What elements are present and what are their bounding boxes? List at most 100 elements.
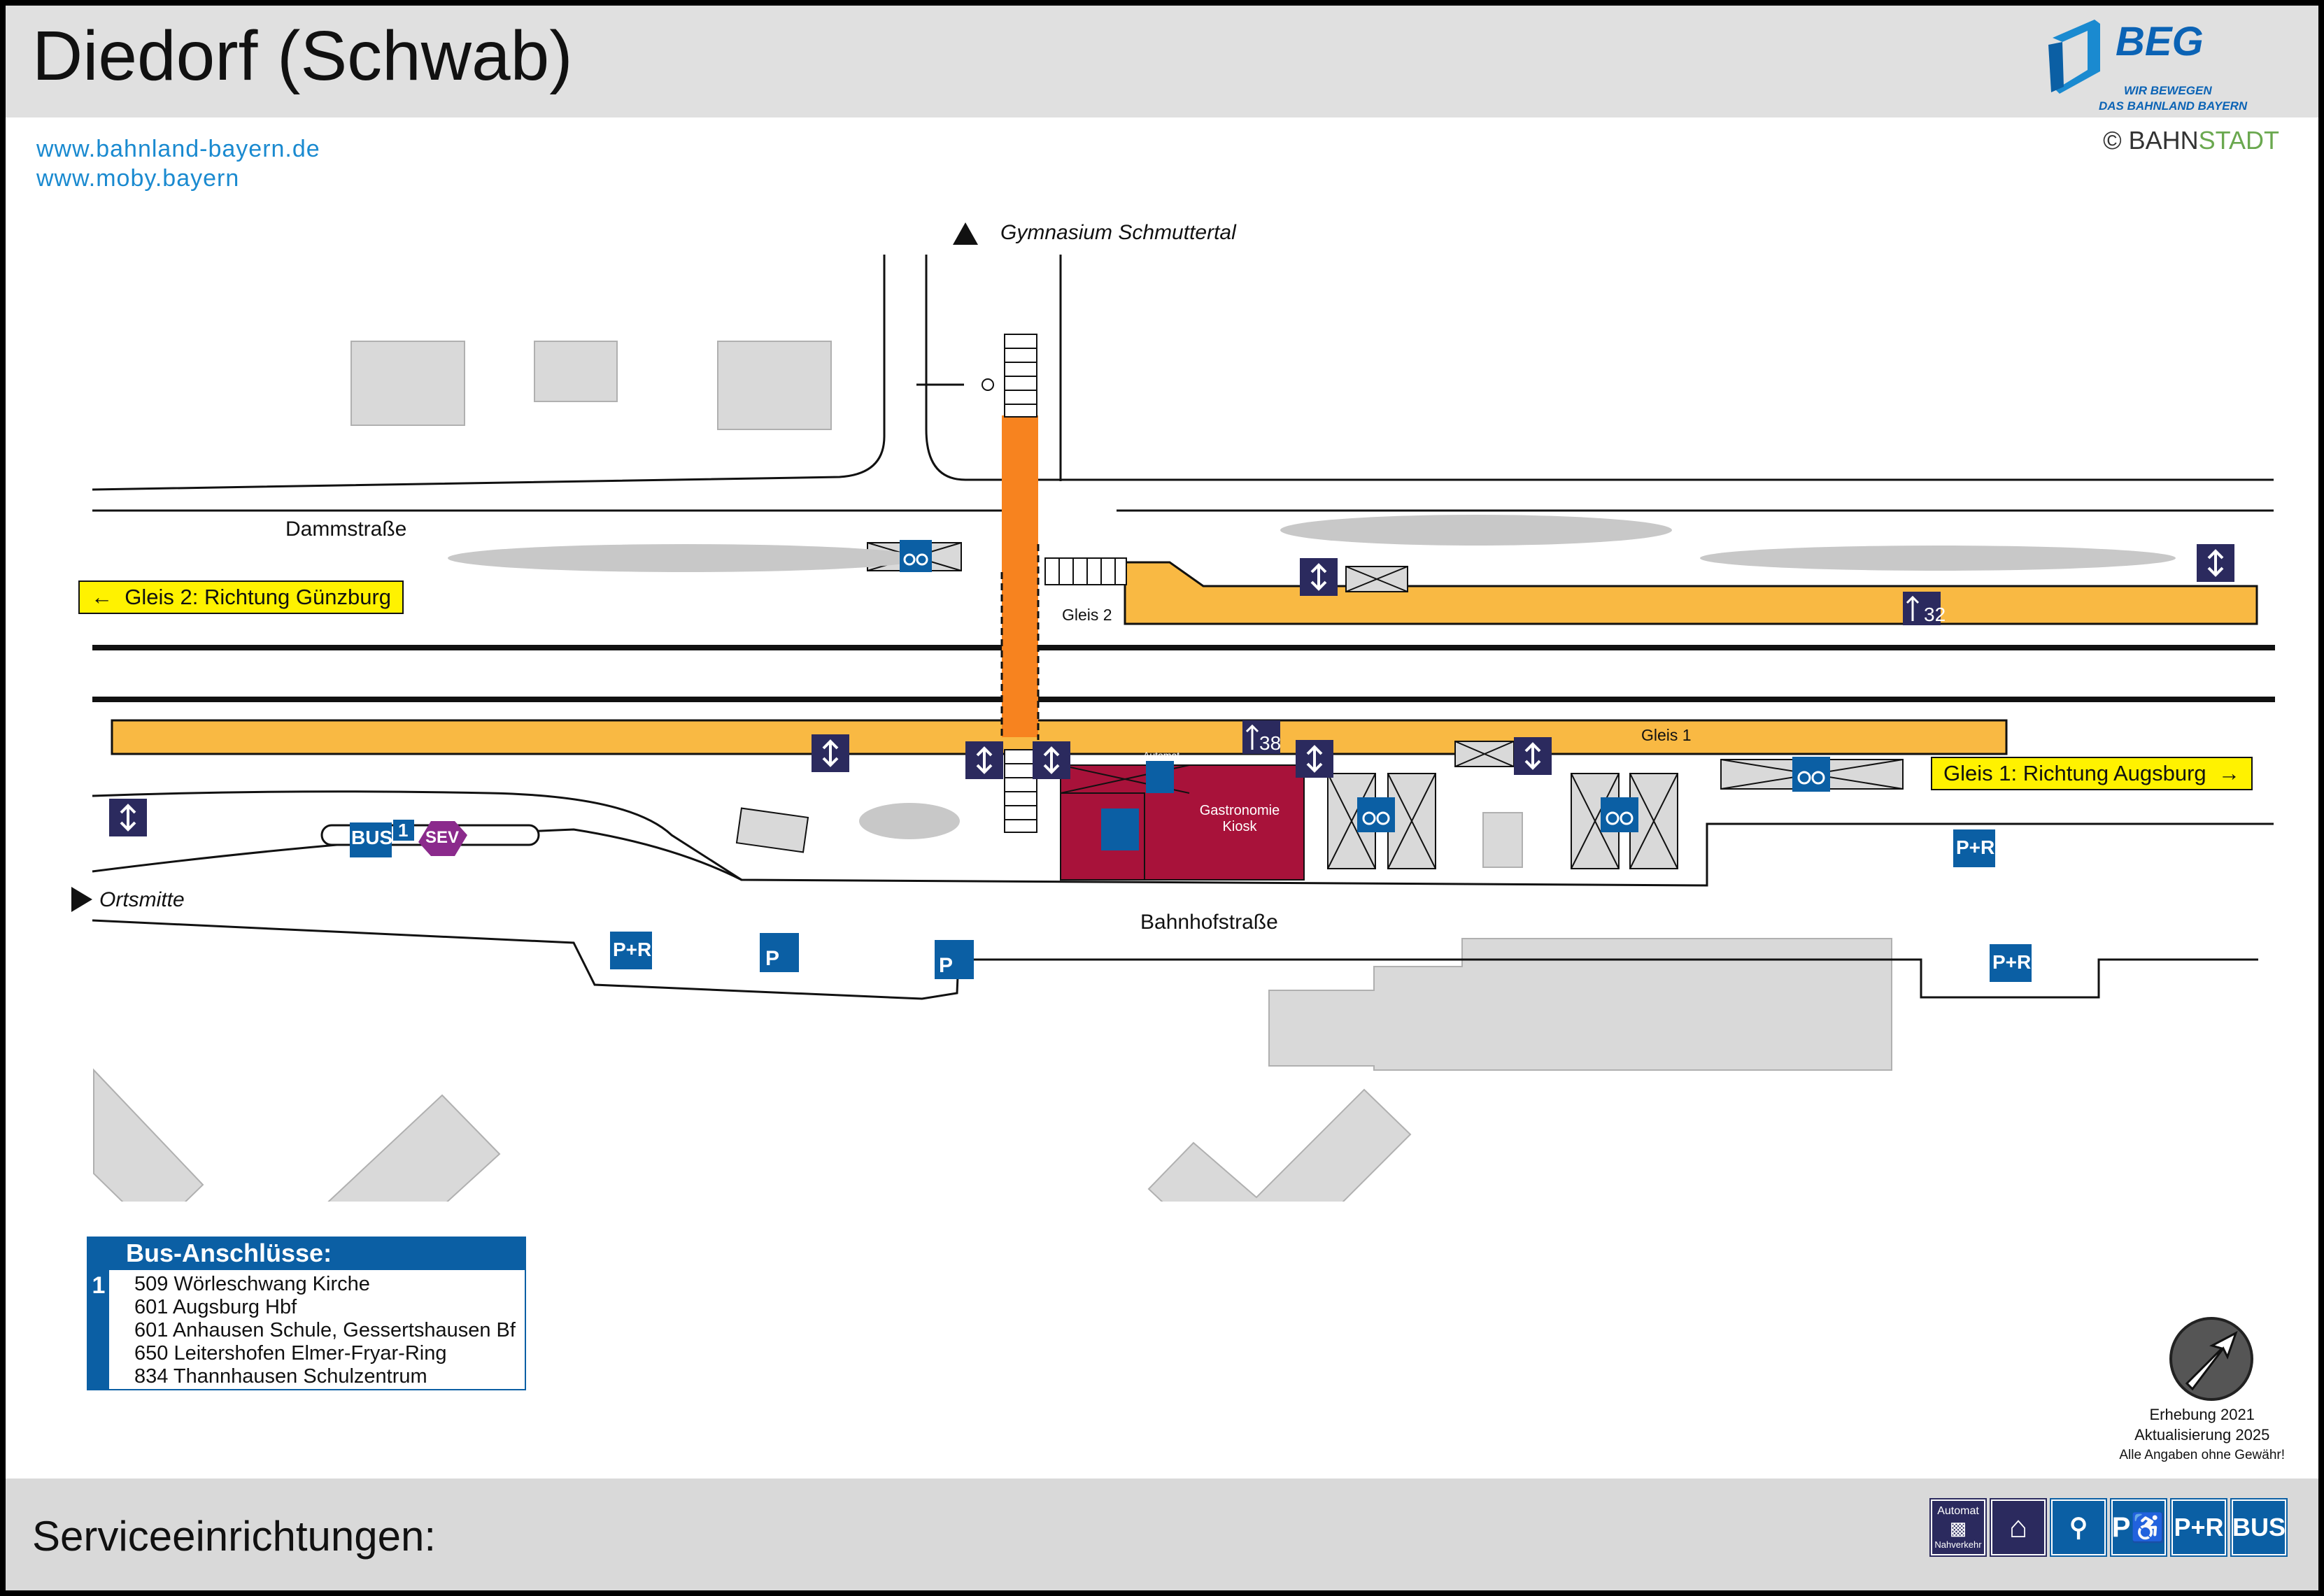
bus-stop-number-badge: 1 — [88, 1270, 109, 1389]
platform-height-gleis-1: 38 — [1259, 732, 1281, 754]
bicycle-parking-icon — [1357, 797, 1395, 832]
bus-route: 509 Wörleschwang Kirche — [134, 1273, 370, 1295]
bicycle-parking-icon — [1601, 797, 1638, 832]
label-bahnhofstrasse: Bahnhofstraße — [1140, 911, 1278, 934]
automat-bottom-label: Nahverkehr — [1934, 1539, 1982, 1550]
bus-icon — [350, 822, 392, 857]
copyright-suffix: STADT — [2198, 126, 2279, 155]
automat-top-label: Automat — [1937, 1505, 1979, 1517]
building — [717, 341, 832, 430]
bus-connections-body: 1 509 Wörleschwang Kirche 601 Augsburg H… — [87, 1270, 526, 1390]
pr-sign-1: P+R — [1956, 836, 1995, 858]
bicycle-parking-icon: ⚲ — [2050, 1498, 2107, 1557]
building — [93, 1068, 204, 1202]
waiting-shelter-icon — [1101, 808, 1139, 850]
building — [327, 1094, 501, 1202]
disabled-parking-icon: P♿ — [2110, 1498, 2167, 1557]
bus-connections-title: Bus-Anschlüsse: — [87, 1237, 526, 1270]
building — [1268, 938, 1892, 1071]
underpass — [1002, 415, 1038, 737]
station-map-drawing: 32 38 — [71, 222, 2275, 1202]
ticket-machine-icon: Automat▩Nahverkehr — [1929, 1498, 1987, 1557]
survey-info: Erhebung 2021 Aktualisierung 2025 Alle A… — [2119, 1404, 2285, 1465]
map-sheet: Diedorf (Schwab) BEG WIR BEWEGEN DAS BAH… — [6, 6, 2318, 1590]
link-moby-bayern[interactable]: www.moby.bayern — [36, 165, 240, 192]
park-and-ride-icon: P+R — [2170, 1498, 2227, 1557]
beg-slogan-line-1: WIR BEWEGEN — [2124, 84, 2212, 97]
sev-sign: SEV — [425, 828, 460, 847]
bus-icon: BUS — [2230, 1498, 2288, 1557]
beg-slogan-line-2: DAS BAHNLAND BAYERN — [2099, 99, 2248, 113]
header-bar: Diedorf (Schwab) BEG WIR BEWEGEN DAS BAH… — [6, 6, 2318, 117]
west-arrow-marker — [71, 887, 92, 912]
direction-gleis-1: Gleis 1: Richtung Augsburg → — [1931, 757, 2253, 790]
footer-pr-label: P+R — [2174, 1513, 2224, 1541]
survey-line-2: Aktualisierung 2025 — [2134, 1426, 2270, 1444]
beg-logo: BEG WIR BEWEGEN DAS BAHNLAND BAYERN — [2046, 17, 2276, 115]
building — [1482, 812, 1523, 868]
ticket-machine-icon — [1146, 761, 1174, 793]
kiosk-label-1: Gastronomie — [1199, 803, 1280, 818]
beg-logo-text: BEG — [2116, 19, 2204, 64]
label-gymnasium: Gymnasium Schmuttertal — [1000, 221, 1236, 244]
survey-disclaimer: Alle Angaben ohne Gewähr! — [2119, 1448, 2285, 1462]
pr-sign-2: P+R — [1992, 951, 2032, 973]
waiting-shelter-icon: ⌂ — [1990, 1498, 2047, 1557]
disabled-parking-sign: P — [939, 954, 954, 977]
direction-gleis-2-text: Gleis 2: Richtung Günzburg — [125, 585, 392, 609]
park-and-ride-icon — [610, 932, 652, 969]
label-dammstrasse: Dammstraße — [285, 518, 407, 541]
bus-sign: BUS — [351, 827, 393, 848]
label-gleis-2: Gleis 2 — [1062, 606, 1112, 624]
platform-gleis-2 — [1124, 561, 2258, 625]
stairs-gleis-2 — [1044, 557, 1127, 585]
info-links: www.bahnland-bayern.de www.moby.bayern — [36, 134, 320, 193]
direction-gleis-1-text: Gleis 1: Richtung Augsburg — [1943, 761, 2206, 785]
park-and-ride-icon — [1953, 829, 1995, 867]
sev-replacement-bus-icon — [418, 821, 467, 856]
link-bahnland-bayern[interactable]: www.bahnland-bayern.de — [36, 136, 320, 162]
north-compass-icon — [2169, 1317, 2253, 1401]
service-footer: Serviceeinrichtungen: Automat▩Nahverkehr… — [6, 1479, 2318, 1590]
label-ortsmitte: Ortsmitte — [99, 888, 185, 911]
bicycle-parking-icon — [900, 540, 932, 572]
direction-gleis-2: ← Gleis 2: Richtung Günzburg — [78, 580, 404, 614]
beg-logo-mark-icon — [2048, 20, 2100, 94]
short-term-parking-icon — [760, 933, 799, 972]
bus-route: 834 Thannhausen Schulzentrum — [134, 1365, 427, 1388]
automat-label: Automat — [1143, 750, 1180, 761]
service-title: Serviceeinrichtungen: — [32, 1513, 437, 1560]
platform-height-gleis-2: 32 — [1924, 604, 1946, 625]
copyright: © BAHNSTADT — [2103, 126, 2279, 155]
label-gleis-1: Gleis 1 — [1641, 726, 1692, 744]
bus-stop-number-icon — [393, 820, 414, 841]
bus-route: 601 Augsburg Hbf — [134, 1296, 297, 1318]
building — [534, 341, 618, 402]
building — [1147, 1088, 1412, 1202]
bicycle-parking-icon — [1792, 757, 1830, 792]
platform-height-icon — [1242, 720, 1280, 754]
bus-route-list: 509 Wörleschwang Kirche 601 Augsburg Hbf… — [134, 1273, 516, 1388]
building — [350, 341, 465, 426]
bus-stop-number: 1 — [398, 820, 409, 841]
footer-bus-label: BUS — [2232, 1513, 2286, 1541]
pr-sign-3: P+R — [613, 939, 652, 960]
copyright-prefix: © BAHN — [2103, 126, 2199, 155]
north-arrow-marker — [953, 222, 978, 245]
service-icons: Automat▩Nahverkehr ⌂ ⚲ P♿ P+R BUS — [1929, 1498, 2288, 1557]
platform-height-icon — [1903, 592, 1941, 625]
station-map: 32 38 — [42, 208, 2295, 1202]
kiosk-label-2: Kiosk — [1222, 819, 1257, 834]
parking-sign: P — [765, 947, 780, 970]
bus-route: 601 Anhausen Schule, Gessertshausen Bf — [134, 1319, 516, 1341]
footer-parking-label: P — [2111, 1511, 2131, 1543]
survey-line-1: Erhebung 2021 — [2149, 1406, 2255, 1423]
bus-connections-panel: Bus-Anschlüsse: 1 509 Wörleschwang Kirch… — [87, 1237, 526, 1390]
park-and-ride-icon — [1990, 944, 2032, 982]
disabled-parking-icon — [935, 940, 974, 979]
shelter — [735, 807, 809, 853]
page-title: Diedorf (Schwab) — [32, 17, 573, 95]
bus-route: 650 Leitershofen Elmer-Fryar-Ring — [134, 1342, 447, 1365]
